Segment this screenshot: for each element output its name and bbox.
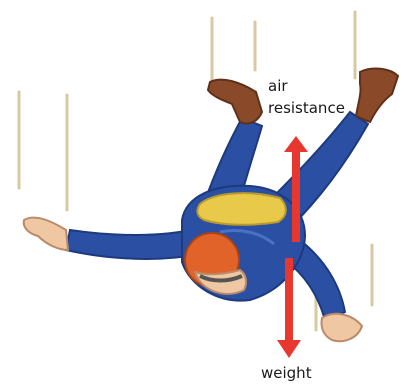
left-hand [24,218,68,250]
right-boot [356,69,398,122]
air-resistance-label-line2: resistance [268,98,345,118]
left-boot [208,80,262,124]
left-arm [66,228,200,259]
air-resistance-label-line1: air [268,76,288,96]
weight-arrow-head [277,340,301,358]
weight-label: weight [261,363,312,383]
backpack [197,193,285,225]
weight-arrow-shaft [285,258,293,342]
air-resistance-arrow-shaft [292,150,300,242]
air-resistance-arrow-head [284,136,308,152]
right-hand [321,314,362,341]
